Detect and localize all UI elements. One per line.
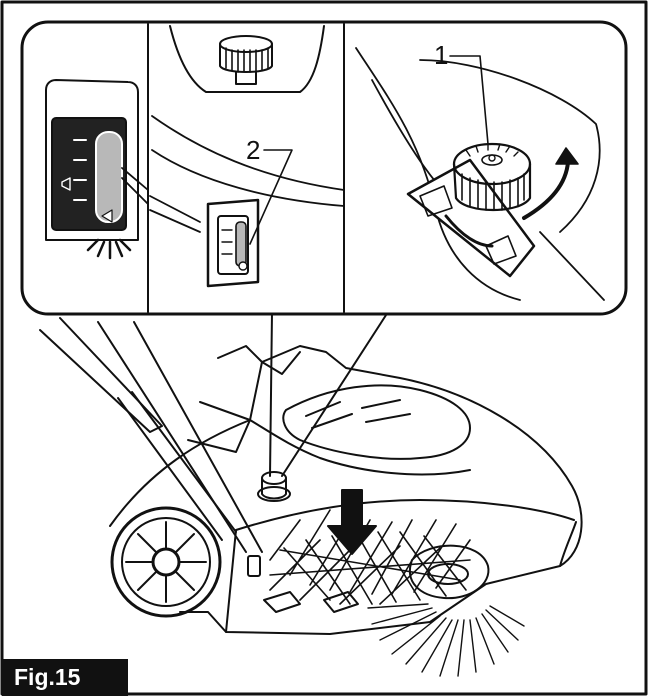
- callout-number-2: 2: [246, 135, 261, 165]
- gauge-glow: [86, 238, 132, 260]
- gauge-pointer: [101, 209, 113, 223]
- main-brush-bristles: [269, 509, 471, 605]
- callout-lines-right: [269, 311, 389, 477]
- callout-number-1: 1: [434, 40, 449, 70]
- sweeper-body: [109, 345, 583, 635]
- down-arrow: [327, 489, 377, 555]
- rotation-arrow: [522, 160, 570, 220]
- leader-line-2: [249, 149, 293, 245]
- panel-knob: [355, 47, 605, 301]
- figure-label: Fig.15: [2, 659, 128, 696]
- callout-lines-left: [97, 321, 263, 553]
- knob-large: [452, 142, 532, 212]
- gauge-bar: [95, 131, 123, 223]
- leader-line-1: [449, 55, 489, 145]
- indicator-window-body: [247, 555, 261, 577]
- knob-small: [219, 35, 273, 85]
- hood: [282, 384, 471, 460]
- panel-indicator: [149, 25, 345, 288]
- side-brush: [367, 544, 525, 677]
- rear-wheel: [110, 506, 222, 618]
- indicator-window: [206, 198, 260, 288]
- adjustment-knob-body: [257, 471, 291, 502]
- panel-gauge: [45, 79, 149, 260]
- scale-plate: [406, 158, 536, 278]
- sweeper-illustration: [39, 317, 583, 677]
